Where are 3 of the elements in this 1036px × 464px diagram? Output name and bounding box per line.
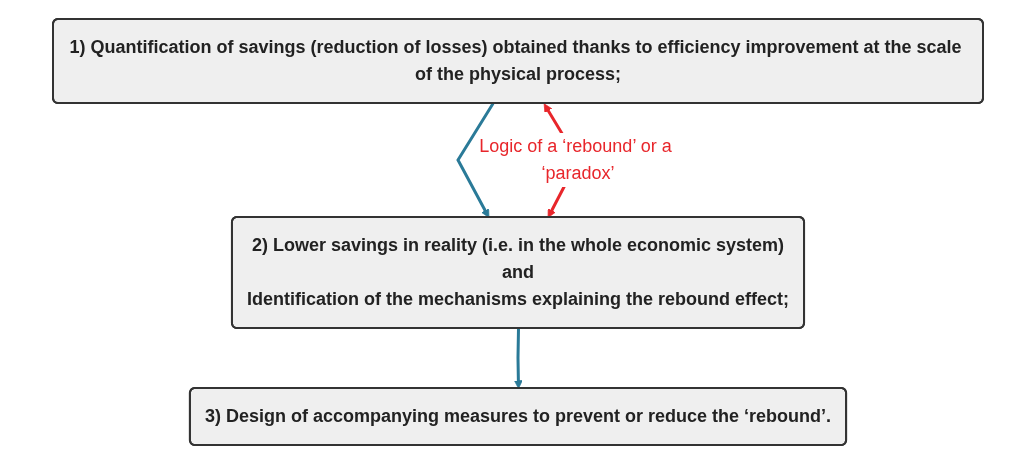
arrow xyxy=(513,328,523,389)
edge-label: Logic of a ‘rebound’ or a ‘paradox’ xyxy=(479,136,672,183)
arrow xyxy=(456,102,495,218)
